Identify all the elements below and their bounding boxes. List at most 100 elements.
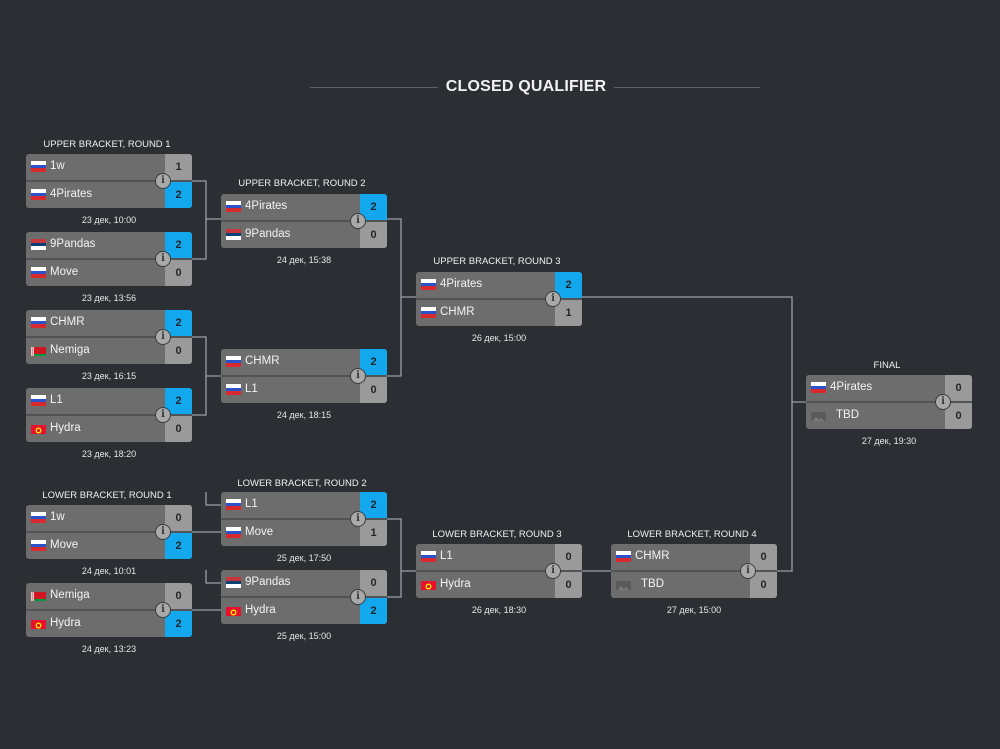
team-score: 0	[360, 377, 387, 403]
team-score: 2	[165, 533, 192, 559]
placeholder-flag-icon	[616, 579, 631, 590]
team-score: 0	[945, 403, 972, 429]
connector-line	[192, 219, 207, 260]
connector-line	[387, 518, 416, 572]
round-label-lb2: LOWER BRACKET, ROUND 2	[237, 478, 367, 489]
match-date: 23 дек, 10:00	[81, 215, 137, 225]
rs-flag-icon	[226, 229, 241, 240]
ru-flag-icon	[811, 382, 826, 393]
ru-flag-icon	[226, 527, 241, 538]
placeholder-flag-icon	[811, 410, 826, 421]
connector-line	[777, 402, 793, 572]
match-info-icon[interactable]: i	[155, 251, 171, 267]
team-name: 9Pandas	[245, 576, 291, 588]
team-name: Hydra	[50, 422, 81, 434]
match-info-icon[interactable]: i	[350, 589, 366, 605]
match-info-icon[interactable]: i	[155, 329, 171, 345]
match-divider	[26, 531, 192, 533]
team-name: CHMR	[440, 306, 475, 318]
match-divider	[611, 570, 777, 572]
team-score: 1	[555, 300, 582, 326]
match-divider	[221, 518, 387, 520]
team-score: 0	[360, 222, 387, 248]
match-date: 26 дек, 15:00	[471, 333, 527, 343]
match-divider	[26, 414, 192, 416]
team-name: Hydra	[245, 604, 276, 616]
match-info-icon[interactable]: i	[740, 563, 756, 579]
connector-line	[387, 218, 416, 298]
kg-flag-icon	[421, 579, 436, 590]
team-score: 2	[165, 611, 192, 637]
match-divider	[221, 596, 387, 598]
team-score: 2	[165, 310, 192, 336]
team-name: Hydra	[50, 617, 81, 629]
match-info-icon[interactable]: i	[935, 394, 951, 410]
team-name: 9Pandas	[245, 228, 291, 240]
round-label-lb1: LOWER BRACKET, ROUND 1	[42, 490, 172, 501]
team-score: 0	[165, 260, 192, 286]
team-row[interactable]: CHMR 1	[416, 300, 582, 326]
connector-line	[387, 297, 402, 377]
match-info-icon[interactable]: i	[545, 291, 561, 307]
match-divider	[26, 609, 192, 611]
ru-flag-icon	[31, 189, 46, 200]
ru-flag-icon	[226, 384, 241, 395]
team-row[interactable]: 9Pandas 0	[221, 222, 387, 248]
kg-flag-icon	[31, 618, 46, 629]
match-info-icon[interactable]: i	[350, 213, 366, 229]
ru-flag-icon	[616, 551, 631, 562]
match-date: 24 дек, 15:38	[276, 255, 332, 265]
rs-flag-icon	[31, 239, 46, 250]
team-name: TBD	[836, 409, 859, 421]
match-info-icon[interactable]: i	[350, 511, 366, 527]
match-date: 24 дек, 18:15	[276, 410, 332, 420]
match-info-icon[interactable]: i	[155, 602, 171, 618]
team-score: 0	[165, 416, 192, 442]
round-label-final: FINAL	[873, 360, 901, 371]
team-name: CHMR	[635, 550, 670, 562]
match-divider	[26, 180, 192, 182]
match-info-icon[interactable]: i	[545, 563, 561, 579]
rs-flag-icon	[226, 577, 241, 588]
team-score: 0	[750, 572, 777, 598]
round-label-lb3: LOWER BRACKET, ROUND 3	[432, 529, 562, 540]
title-bar: CLOSED QUALIFIER	[310, 74, 760, 102]
match-date: 24 дек, 13:23	[81, 644, 137, 654]
match-info-icon[interactable]: i	[350, 368, 366, 384]
team-name: CHMR	[245, 355, 280, 367]
ru-flag-icon	[31, 540, 46, 551]
match-info-icon[interactable]: i	[155, 524, 171, 540]
kg-flag-icon	[226, 605, 241, 616]
connector-line	[192, 376, 207, 416]
match-info-icon[interactable]: i	[155, 407, 171, 423]
ru-flag-icon	[421, 307, 436, 318]
match-info-icon[interactable]: i	[155, 173, 171, 189]
match-date: 27 дек, 15:00	[666, 605, 722, 615]
team-name: 4Pirates	[440, 278, 483, 290]
kg-flag-icon	[31, 423, 46, 434]
